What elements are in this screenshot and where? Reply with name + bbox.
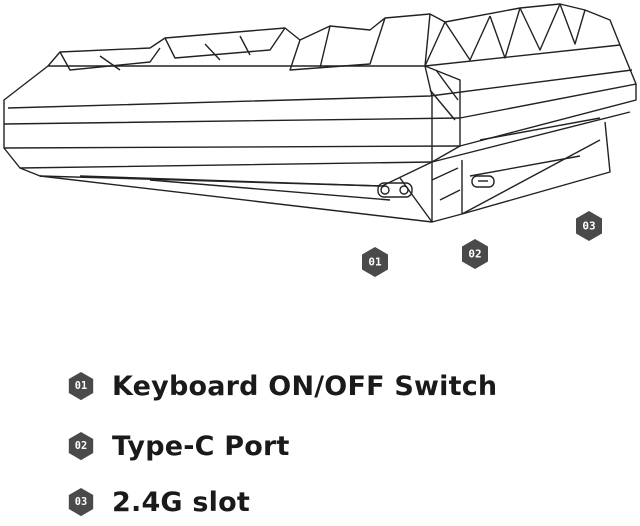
keyboard-line-drawing bbox=[3, 3, 637, 223]
callout-badge-03: 03 bbox=[576, 211, 602, 241]
legend-badge-01-label: 01 bbox=[75, 380, 87, 392]
legend-item-03: 03 2.4G slot bbox=[66, 482, 250, 522]
legend-badge-02-label: 02 bbox=[75, 440, 87, 452]
legend-label-03: 2.4G slot bbox=[112, 486, 250, 518]
hexagon-badge-icon bbox=[576, 211, 602, 241]
legend-label-02: Type-C Port bbox=[112, 430, 290, 462]
hexagon-badge-icon bbox=[362, 247, 388, 277]
callout-badge-02: 02 bbox=[462, 239, 488, 269]
legend-item-01: 01 Keyboard ON/OFF Switch bbox=[66, 366, 497, 406]
hexagon-badge-icon: 01 bbox=[68, 371, 94, 401]
legend-item-02: 02 Type-C Port bbox=[66, 426, 290, 466]
callout-badge-layer: 01 02 03 bbox=[362, 211, 602, 277]
callout-badge-01-label: 01 bbox=[368, 256, 382, 269]
hexagon-badge-icon bbox=[462, 239, 488, 269]
legend-label-01: Keyboard ON/OFF Switch bbox=[112, 370, 498, 402]
hexagon-badge-icon: 02 bbox=[68, 431, 94, 461]
callout-badge-02-label: 02 bbox=[468, 248, 481, 261]
callout-badge-01: 01 bbox=[362, 247, 388, 277]
legend-badge-03-label: 03 bbox=[75, 496, 87, 508]
callout-badge-03-label: 03 bbox=[582, 220, 595, 233]
hexagon-badge-icon: 03 bbox=[68, 487, 94, 517]
